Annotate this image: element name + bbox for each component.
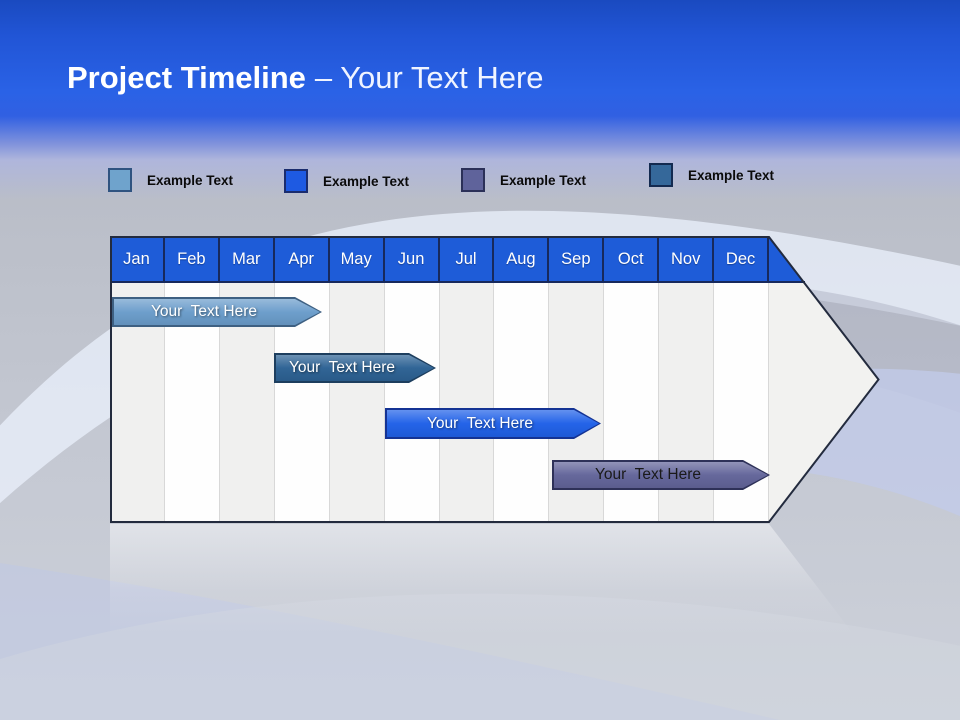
month-header-cell: Sep bbox=[549, 236, 605, 282]
bar-label: Your Text Here bbox=[427, 414, 533, 432]
month-header-cell: Aug bbox=[494, 236, 550, 282]
month-column: Mar bbox=[219, 236, 275, 523]
bar-fill bbox=[554, 462, 768, 488]
timeline-bar[interactable]: Your Text Here bbox=[112, 297, 322, 327]
title-placeholder: – Your Text Here bbox=[314, 60, 544, 95]
legend-swatch bbox=[284, 169, 308, 193]
legend-swatch bbox=[461, 168, 485, 192]
legend-label: Example Text bbox=[500, 172, 587, 188]
month-header-cell: Nov bbox=[659, 236, 715, 282]
month-header-cell: Mar bbox=[220, 236, 275, 282]
slide-title[interactable]: Project Timeline– Your Text Here bbox=[67, 59, 544, 96]
bar-fill bbox=[276, 355, 434, 381]
legend-swatch bbox=[108, 168, 132, 192]
legend-label: Example Text bbox=[688, 167, 775, 183]
title-main: Project Timeline bbox=[67, 60, 306, 95]
month-header-cell: Oct bbox=[604, 236, 660, 282]
month-header-cell: Feb bbox=[165, 236, 220, 282]
month-body-cell bbox=[494, 282, 550, 523]
month-header-cell: Apr bbox=[275, 236, 330, 282]
month-body-cell bbox=[439, 282, 495, 523]
timeline-bar[interactable]: Your Text Here bbox=[274, 353, 436, 383]
month-body-cell bbox=[384, 282, 440, 523]
month-header-cell: Jun bbox=[385, 236, 440, 282]
legend-item[interactable]: Example Text bbox=[108, 168, 233, 192]
month-column: Jul bbox=[439, 236, 495, 523]
timeline-bar[interactable]: Your Text Here bbox=[385, 408, 601, 439]
month-column: Aug bbox=[494, 236, 550, 523]
title-banner bbox=[0, 0, 960, 200]
legend-swatch bbox=[649, 163, 673, 187]
month-column: Feb bbox=[164, 236, 220, 523]
legend-item[interactable]: Example Text bbox=[649, 163, 774, 187]
legend-label: Example Text bbox=[323, 173, 410, 189]
month-header-cell: May bbox=[330, 236, 385, 282]
month-header-cell: Dec bbox=[714, 236, 770, 282]
legend-item[interactable]: Example Text bbox=[284, 169, 409, 193]
legend-item[interactable]: Example Text bbox=[461, 168, 586, 192]
month-body-cell bbox=[329, 282, 385, 523]
month-column: Jan bbox=[110, 236, 165, 523]
bar-fill bbox=[114, 299, 320, 325]
bar-label: Your Text Here bbox=[595, 466, 701, 483]
bar-label: Your Text Here bbox=[151, 303, 257, 320]
timeline-bar[interactable]: Your Text Here bbox=[552, 460, 770, 490]
month-header-cell: Jan bbox=[110, 236, 165, 282]
legend-label: Example Text bbox=[147, 172, 234, 188]
table-reflection bbox=[110, 524, 855, 636]
bar-fill bbox=[387, 410, 599, 437]
month-header-cell: Jul bbox=[440, 236, 495, 282]
bar-label: Your Text Here bbox=[289, 359, 395, 376]
